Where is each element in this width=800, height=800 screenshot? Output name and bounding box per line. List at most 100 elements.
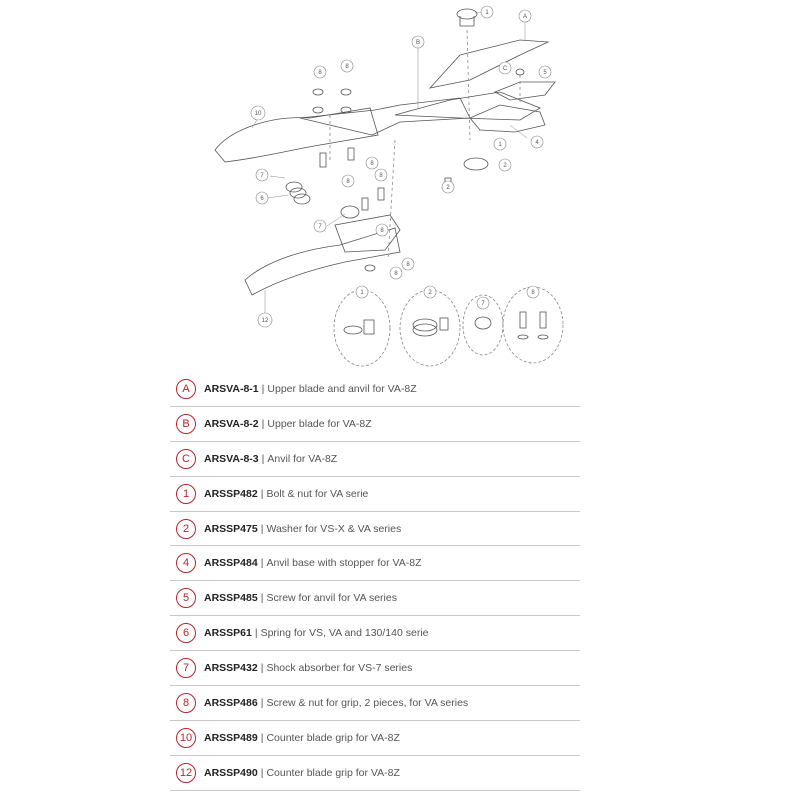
callout-8h [389,266,403,280]
svg-text:8: 8 [346,179,350,185]
part-description: Counter blade grip for VA-8Z [266,731,400,744]
svg-text:8: 8 [380,228,384,234]
svg-text:2: 2 [428,290,432,296]
callout-8e [374,168,388,182]
part-code: ARSSP486 [204,696,258,709]
part-separator: | [261,417,265,430]
part-row: 6 ARSSP61 | Spring for VS, VA and 130/14… [170,616,580,652]
callout-12 [257,312,273,328]
part-ref-badge: 4 [176,553,196,574]
svg-text:2: 2 [503,163,507,169]
callout-10 [250,105,266,121]
part-separator: | [260,662,264,675]
part-separator: | [260,557,264,570]
callout-8f [375,223,389,237]
blade-a-shape [428,39,550,89]
part-separator: | [260,696,264,709]
part-description: Anvil for VA-8Z [267,452,338,465]
part-row: 12 ARSSP490 | Counter blade grip for VA-… [170,756,580,791]
part-code: ARSSP432 [204,662,258,675]
callout-d7 [476,296,490,310]
part-description: Upper blade for VA-8Z [267,417,372,430]
part-code: ARSSP482 [204,487,258,500]
part-row: 2 ARSSP475 | Washer for VS-X & VA series [170,512,580,547]
callout-8d [365,156,379,170]
svg-text:B: B [416,40,420,46]
parts-list: A ARSVA-8-1 | Upper blade and anvil for … [170,372,580,791]
svg-text:C: C [503,66,508,72]
detail-group-1 [333,289,391,367]
part-ref-badge: 1 [176,483,196,504]
svg-text:6: 6 [260,196,264,202]
part-ref-badge: 5 [176,588,196,609]
upper-blade-body [299,97,471,136]
part-row: C ARSVA-8-3 | Anvil for VA-8Z [170,442,580,477]
svg-text:2: 2 [446,185,450,191]
part-separator: | [260,522,264,535]
svg-text:8: 8 [394,271,398,277]
part-row: 10 ARSSP489 | Counter blade grip for VA-… [170,721,580,756]
part-code: ARSSP490 [204,766,258,779]
svg-text:8: 8 [406,262,410,268]
part-row: 4 ARSSP484 | Anvil base with stopper for… [170,546,580,582]
svg-text:A: A [523,14,527,20]
svg-text:1: 1 [498,142,502,148]
part-ref-badge: 10 [176,727,196,748]
spring-6-shape [285,181,311,205]
part-code: ARSVA-8-1 [204,382,259,395]
part-ref-badge: C [176,448,196,469]
part-ref-badge: 6 [176,623,196,644]
svg-text:1: 1 [485,10,489,16]
detail-group-2 [399,289,461,367]
part-description: Upper blade and anvil for VA-8Z [267,382,417,395]
part-ref-badge: 8 [176,692,196,713]
part-code: ARSSP475 [204,522,258,535]
part-row: 5 ARSSP485 | Screw for anvil for VA seri… [170,581,580,617]
callout-C [498,61,512,75]
svg-text:8: 8 [379,173,383,179]
part-description: Shock absorber for VS-7 series [266,662,413,675]
part-separator: | [261,452,265,465]
part-description: Anvil base with stopper for VA-8Z [266,557,422,570]
part-description: Counter blade grip for VA-8Z [266,766,400,779]
washer-2-shape [463,157,489,171]
svg-text:5: 5 [543,70,547,76]
part-description: Washer for VS-X & VA series [266,522,402,535]
part-separator: | [254,627,258,640]
svg-text:8: 8 [370,161,374,167]
part-ref-badge: 7 [176,658,196,679]
callout-2 [498,158,512,172]
callout-1b [493,137,507,151]
part-ref-badge: A [176,378,196,399]
lower-handle-shape [244,227,401,296]
part-code: ARSSP485 [204,592,258,605]
part-ref-badge: B [176,413,196,434]
svg-text:12: 12 [262,318,269,324]
callout-4 [530,135,544,149]
part-ref-badge: 2 [176,518,196,539]
blade-b-shape [394,91,541,121]
part-separator: | [260,487,264,500]
callout-5 [538,65,552,79]
shock-absorber-shape [340,205,360,219]
part-separator: | [260,766,264,779]
svg-text:4: 4 [535,140,539,146]
callout-2b [441,180,455,194]
svg-text:10: 10 [255,111,262,117]
part-row: B ARSVA-8-2 | Upper blade for VA-8Z [170,407,580,442]
svg-text:1: 1 [360,290,364,296]
part-row: 1 ARSSP482 | Bolt & nut for VA serie [170,477,580,512]
part-separator: | [260,731,264,744]
part-description: Bolt & nut for VA serie [266,487,369,500]
part-row: 7 ARSSP432 | Shock absorber for VS-7 ser… [170,651,580,687]
upper-handle-shape [214,107,379,163]
detail-group-8 [502,286,564,364]
svg-text:7: 7 [318,224,322,230]
part-code: ARSVA-8-2 [204,417,259,430]
callout-d8 [526,285,540,299]
anvil-base-shape [469,104,546,133]
part-code: ARSVA-8-3 [204,452,259,465]
callout-A [518,9,532,23]
callout-7 [255,168,269,182]
